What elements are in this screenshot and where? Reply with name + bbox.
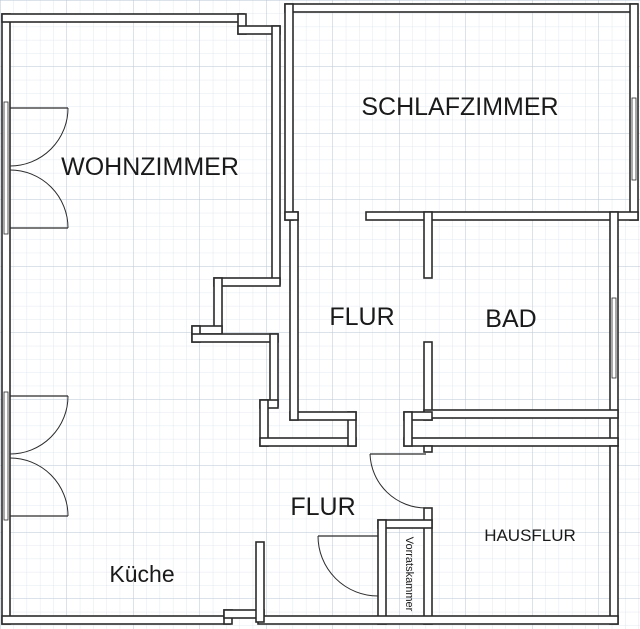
room-label-bad: BAD <box>485 305 536 333</box>
door-swing-kitchen-2 <box>9 457 69 517</box>
room-label-kueche: Küche <box>109 561 174 587</box>
wall-bottom-flur <box>257 615 619 625</box>
room-label-hausflur: HAUSFLUR <box>484 526 576 545</box>
door-swing-kitchen-1 <box>9 395 69 455</box>
wall-flur-left <box>289 211 299 421</box>
room-label-flur-upper: FLUR <box>329 303 394 331</box>
wall-living-right <box>271 25 281 285</box>
wall-hausflur-right <box>609 445 619 625</box>
wall-bedroom-bottom <box>365 211 639 221</box>
door-swing-living-1 <box>9 107 69 167</box>
room-label-wohnzimmer: WOHNZIMMER <box>61 153 239 181</box>
door-swing-kitchen-flur <box>317 535 379 597</box>
wall-bath-step2 <box>403 411 413 447</box>
wall-hausflur-left-upper <box>423 445 433 453</box>
doors <box>9 107 427 597</box>
wall-living-jog9 <box>259 437 357 447</box>
wall-bottom-kitchen <box>1 615 231 625</box>
wall-bath-left-upper <box>423 211 433 279</box>
window-bath <box>611 297 617 379</box>
wall-living-jog11 <box>289 411 357 421</box>
wall-kitchen-stub <box>255 541 265 623</box>
room-label-schlafzimmer: SCHLAFZIMMER <box>361 93 558 121</box>
wall-bedroom-top <box>284 3 638 13</box>
room-label-vorratskammer: Vorratskammer <box>403 537 415 612</box>
wall-living-jog2 <box>213 277 223 333</box>
wall-top-living <box>1 13 245 23</box>
wall-living-jog6 <box>269 333 279 407</box>
wall-living-jog1 <box>213 277 281 287</box>
window-bedroom <box>631 97 637 181</box>
room-labels: WOHNZIMMER SCHLAFZIMMER FLUR BAD FLUR HA… <box>61 93 576 612</box>
door-swing-living-2 <box>9 169 69 229</box>
windows <box>3 97 637 521</box>
wall-bedroom-left-foot <box>284 211 299 221</box>
wall-bath-left-lower <box>423 341 433 421</box>
wall-pantry-left <box>377 519 387 625</box>
wall-living-jog5 <box>191 333 279 343</box>
wall-bedroom-left <box>284 3 294 221</box>
window-kitchen <box>3 391 9 521</box>
door-swing-hausflur <box>369 453 427 509</box>
window-living <box>3 101 9 235</box>
room-label-flur-lower: FLUR <box>290 493 355 521</box>
wall-bath-bottom2 <box>403 437 619 447</box>
wall-bath-bottom <box>423 409 619 419</box>
